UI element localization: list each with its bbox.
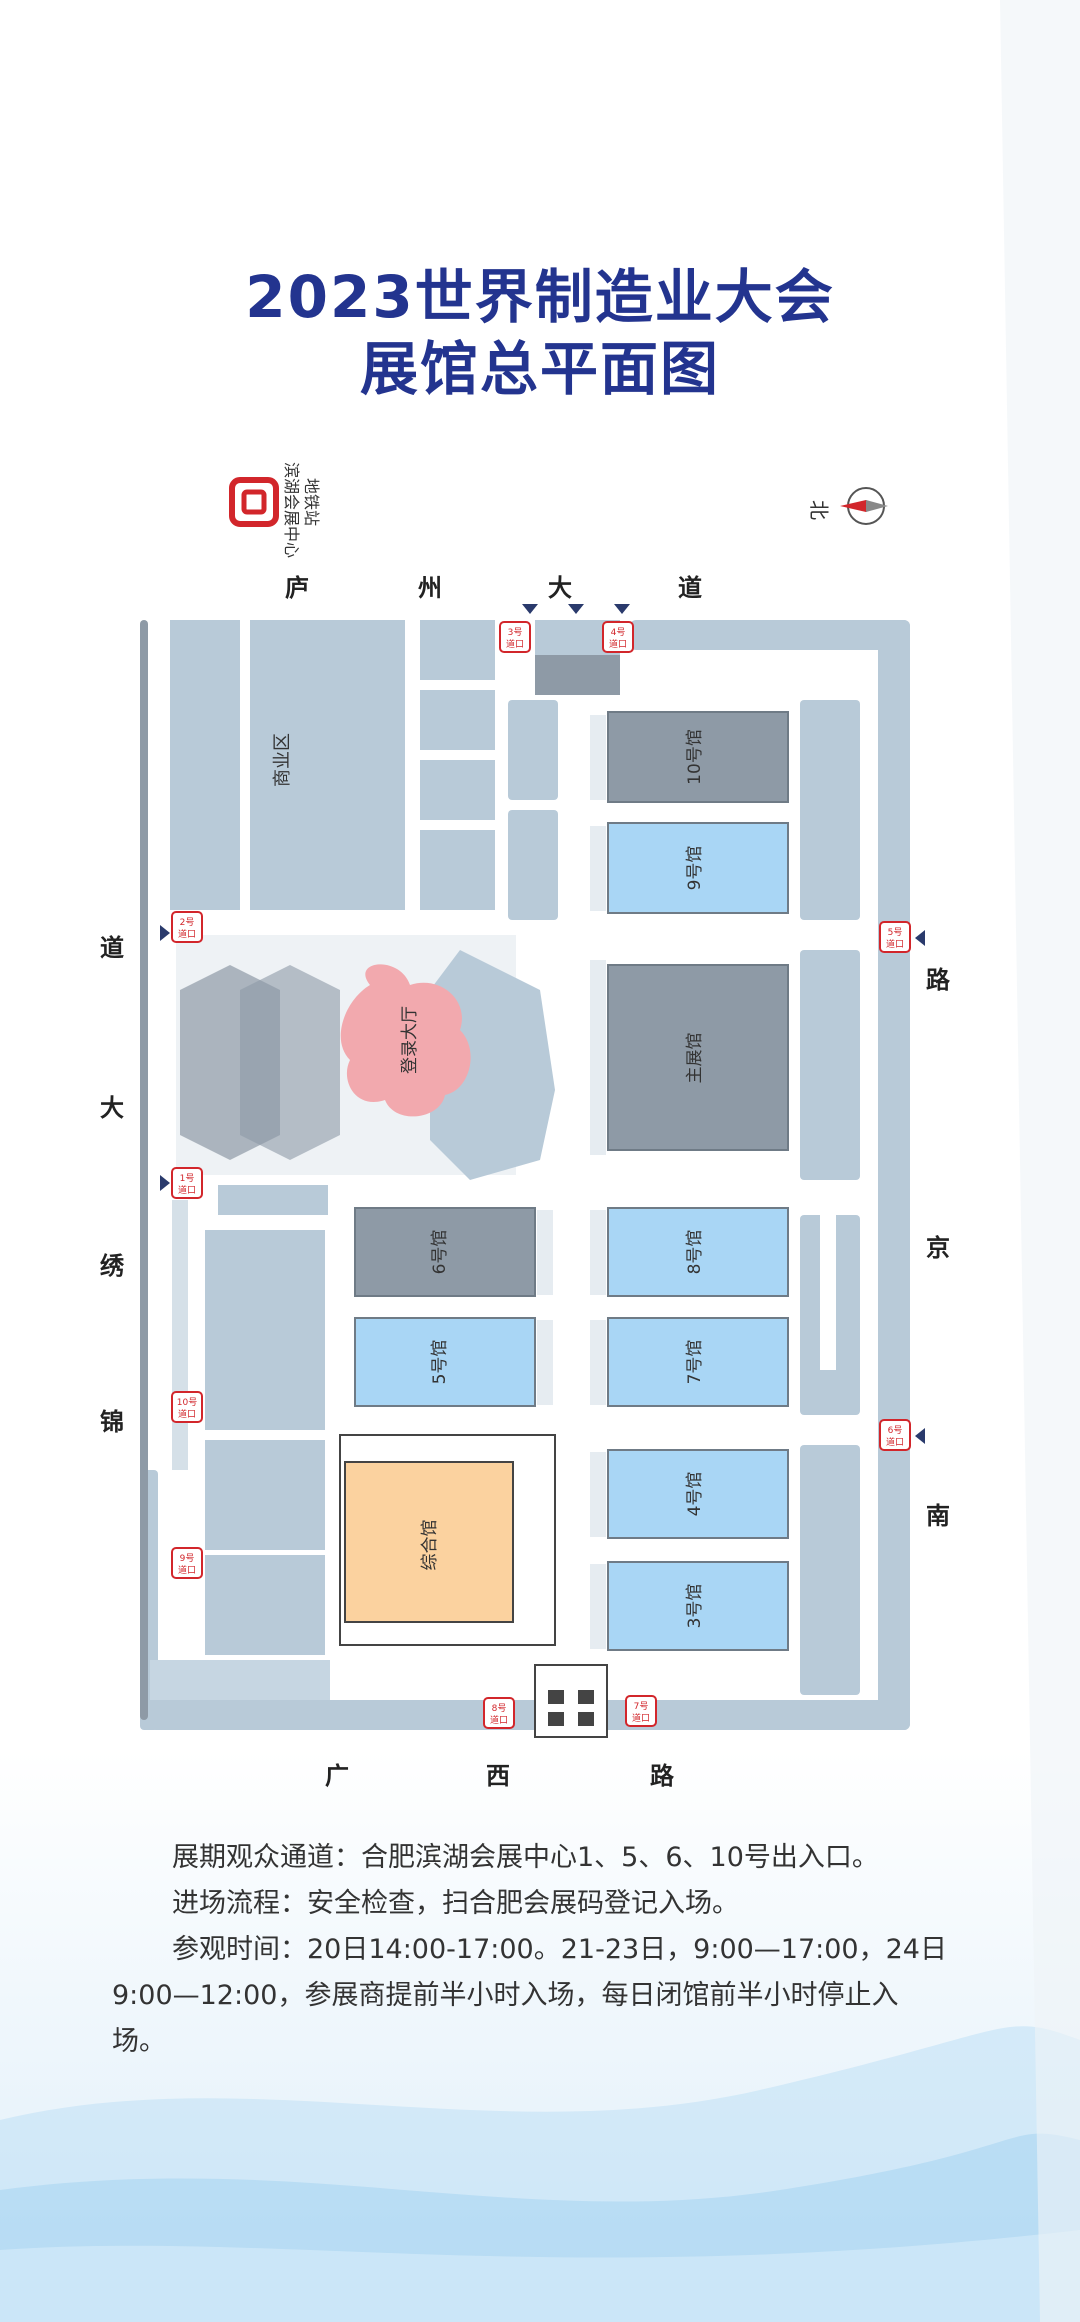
entrance-arrow-icon [160,604,925,1444]
hall-3[interactable] [590,1561,789,1651]
metro-station-icon [229,477,279,527]
entry-process-text: 进场流程：安全检查，扫合肥会展码登记入场。 [172,1888,739,1919]
svg-text:道口: 道口 [178,1184,196,1196]
hall-5[interactable] [354,1317,553,1407]
hall-9[interactable] [590,822,789,914]
road-north-char-2: 州 [418,574,442,602]
gate-badge-9[interactable]: 9号 道口 [171,1547,203,1579]
gate-badge-2[interactable]: 2号 道口 [171,911,203,943]
svg-text:6号: 6号 [888,1425,903,1436]
svg-text:道口: 道口 [632,1712,650,1724]
gate-badge-5[interactable]: 5号 道口 [879,921,911,953]
svg-text:道口: 道口 [178,928,196,940]
hall-4[interactable] [590,1449,789,1539]
compass-north-label: 北 [807,500,831,520]
gate-badge-6[interactable]: 6号 道口 [879,1419,911,1451]
hall-6-label: 6号馆 [430,1230,450,1275]
svg-text:9号: 9号 [180,1553,195,1564]
hall-6[interactable] [354,1207,553,1297]
hall-10[interactable] [590,711,789,803]
hall-9-label: 9号馆 [685,846,705,891]
visitor-info: 展期观众通道：合肥滨湖会展中心1、5、6、10号出入口。 进场流程：安全检查，扫… [112,1835,952,2065]
svg-text:道口: 道口 [178,1564,196,1576]
road-north-char-3: 大 [548,574,572,602]
hall-7[interactable] [590,1317,789,1407]
hall-comprehensive[interactable] [339,1434,556,1646]
east-service-blocks [800,700,860,1695]
road-south-char-2: 西 [486,1762,510,1790]
hall-4-label: 4号馆 [685,1472,705,1517]
gate-badge-1[interactable]: 1号 道口 [171,1167,203,1199]
road-west-char-3: 绣 [100,1252,124,1280]
hall-8[interactable] [590,1207,789,1297]
commercial-district-label: 商业区 [272,733,293,787]
hall-comprehensive-label: 综合馆 [420,1520,440,1571]
metro-station-label: 滨湖会展中心 [282,462,301,558]
visitor-channel-text: 展期观众通道：合肥滨湖会展中心1、5、6、10号出入口。 [172,1842,879,1873]
road-south-char-3: 路 [650,1762,674,1790]
hall-5-label: 5号馆 [430,1340,450,1385]
hall-8-label: 8号馆 [685,1230,705,1275]
hall-10-label: 10号馆 [685,729,705,785]
road-west-char-2: 大 [100,1094,124,1122]
middle-service-blocks [508,700,558,920]
svg-text:道口: 道口 [490,1714,508,1726]
hall-7-label: 7号馆 [685,1340,705,1385]
svg-text:道口: 道口 [609,638,627,650]
road-north-char-4: 道 [678,574,702,602]
road-east-char-1: 路 [926,966,950,994]
page-subtitle: 展馆总平面图 [359,335,720,403]
road-west-char-1: 道 [100,934,124,962]
gate-badge-8[interactable]: 8号 道口 [483,1697,515,1729]
metro-station-label-2: 地铁站 [302,478,321,526]
svg-text:2号: 2号 [180,917,195,928]
svg-text:3号: 3号 [508,627,523,638]
hall-main-label: 主展馆 [685,1033,705,1084]
svg-text:道口: 道口 [886,1436,904,1448]
svg-text:道口: 道口 [886,938,904,950]
svg-text:7号: 7号 [634,1701,649,1712]
svg-text:道口: 道口 [178,1408,196,1420]
south-gate-building [534,1664,608,1738]
svg-text:5号: 5号 [888,927,903,938]
venue-map: 滨湖会展中心 地铁站 北 商业区 [140,462,925,1738]
road-east-char-3: 南 [926,1502,950,1530]
road-west-char-4: 锦 [100,1408,124,1436]
svg-text:4号: 4号 [611,627,626,638]
gate-badge-7[interactable]: 7号 道口 [625,1695,657,1727]
svg-text:8号: 8号 [492,1703,507,1714]
gate-badge-4[interactable]: 4号 道口 [602,621,634,653]
page-title: 2023世界制造业大会 [245,263,835,331]
west-service-blocks [172,1185,328,1655]
gate-badge-10[interactable]: 10号 道口 [171,1391,203,1423]
registration-hall-label: 登录大厅 [400,1006,420,1074]
compass-icon [840,487,888,525]
registration-plaza [176,935,555,1180]
visiting-hours-text: 参观时间：20日14:00-17:00。21-23日，9:00—17:00，24… [112,1934,947,2057]
perimeter-road [140,620,910,1730]
road-east-char-2: 京 [926,1234,950,1262]
gate-badge-3[interactable]: 3号 道口 [499,621,531,653]
svg-text:道口: 道口 [506,638,524,650]
hall-main[interactable] [590,960,789,1155]
commercial-blocks [170,620,495,910]
hall-3-label: 3号馆 [685,1584,705,1629]
svg-text:10号: 10号 [177,1397,197,1408]
svg-text:1号: 1号 [180,1173,195,1184]
road-north-char-1: 庐 [285,574,309,602]
road-south-char-1: 广 [325,1762,349,1790]
